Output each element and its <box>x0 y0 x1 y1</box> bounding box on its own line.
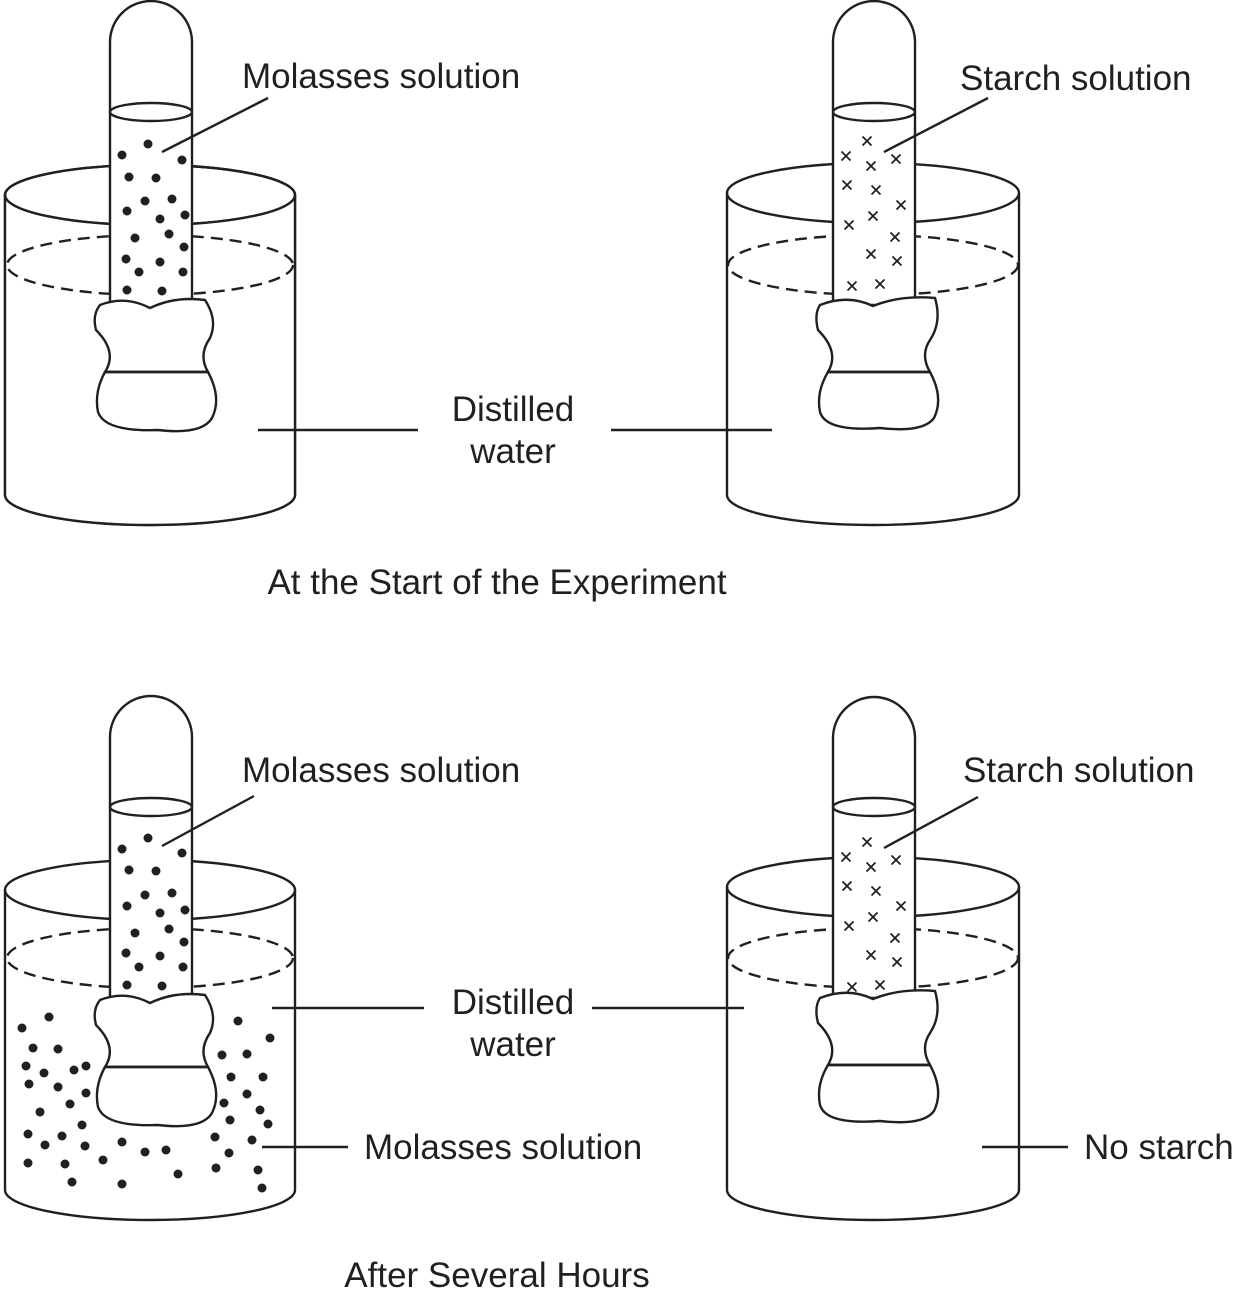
after-molasses-beaker-label: Molasses solution <box>364 1128 642 1167</box>
starch-particle <box>841 179 853 191</box>
tube-liquid-level <box>108 101 194 123</box>
starch-particle <box>846 280 858 292</box>
starch-particle <box>870 885 882 897</box>
leader-line <box>161 96 269 154</box>
beaker <box>725 887 1021 1222</box>
starch-particle <box>890 854 902 866</box>
starch-particle <box>891 956 903 968</box>
starch-particles <box>840 135 907 292</box>
start-water-label-line1: Distilled <box>452 390 575 429</box>
molasses-particles <box>117 139 190 296</box>
water-surface <box>5 233 295 297</box>
after-water-label-line2: water <box>469 1025 556 1064</box>
starch-particles <box>840 836 907 993</box>
after-starch-setup <box>725 695 1021 1222</box>
starch-particle <box>841 880 853 892</box>
membrane-sac <box>93 297 215 374</box>
membrane-sac <box>93 992 215 1069</box>
test-tube <box>831 0 917 307</box>
starch-particle <box>889 932 901 944</box>
tube-liquid-level <box>108 796 194 818</box>
tube-liquid-level <box>831 101 917 123</box>
after-caption: After Several Hours <box>344 1256 649 1290</box>
after-water-label-line1: Distilled <box>452 983 575 1022</box>
beaker <box>725 193 1021 527</box>
starch-particle <box>867 911 879 923</box>
tube-liquid-level <box>831 796 917 818</box>
starch-particle <box>865 949 877 961</box>
starch-particle <box>867 210 879 222</box>
start-caption: At the Start of the Experiment <box>267 563 726 602</box>
after-starch-tube-label: Starch solution <box>963 751 1195 790</box>
leader-line <box>883 96 989 154</box>
starch-particle <box>861 135 873 147</box>
starch-particle <box>895 900 907 912</box>
starch-particle <box>843 920 855 932</box>
membrane-sac <box>815 296 939 374</box>
after-molasses-setup <box>3 694 297 1222</box>
leader-line <box>161 794 255 848</box>
starch-particle <box>865 248 877 260</box>
start-starch-label: Starch solution <box>960 59 1192 98</box>
starch-particle <box>861 836 873 848</box>
starch-particle <box>895 199 907 211</box>
beaker <box>3 890 297 1222</box>
starch-particle <box>874 979 886 991</box>
water-surface <box>5 926 295 990</box>
after-no-starch-label: No starch <box>1084 1128 1234 1167</box>
starch-particle <box>865 160 877 172</box>
starch-particle <box>840 851 852 863</box>
start-molasses-label: Molasses solution <box>242 57 520 96</box>
starch-particle <box>890 153 902 165</box>
starch-particle <box>874 278 886 290</box>
starch-particle <box>891 255 903 267</box>
start-molasses-setup <box>3 0 297 527</box>
start-starch-setup <box>725 0 1021 527</box>
start-water-label-line2: water <box>469 432 556 471</box>
starch-particle <box>870 184 882 196</box>
starch-particle <box>846 981 858 993</box>
molasses-particles <box>117 833 190 991</box>
starch-particle <box>840 150 852 162</box>
starch-particle <box>865 861 877 873</box>
membrane-sac <box>815 989 939 1067</box>
leader-line <box>883 795 979 850</box>
starch-particle <box>889 231 901 243</box>
diffused-molasses-particles <box>17 1012 275 1193</box>
starch-particle <box>843 219 855 231</box>
after-molasses-tube-label: Molasses solution <box>242 751 520 790</box>
